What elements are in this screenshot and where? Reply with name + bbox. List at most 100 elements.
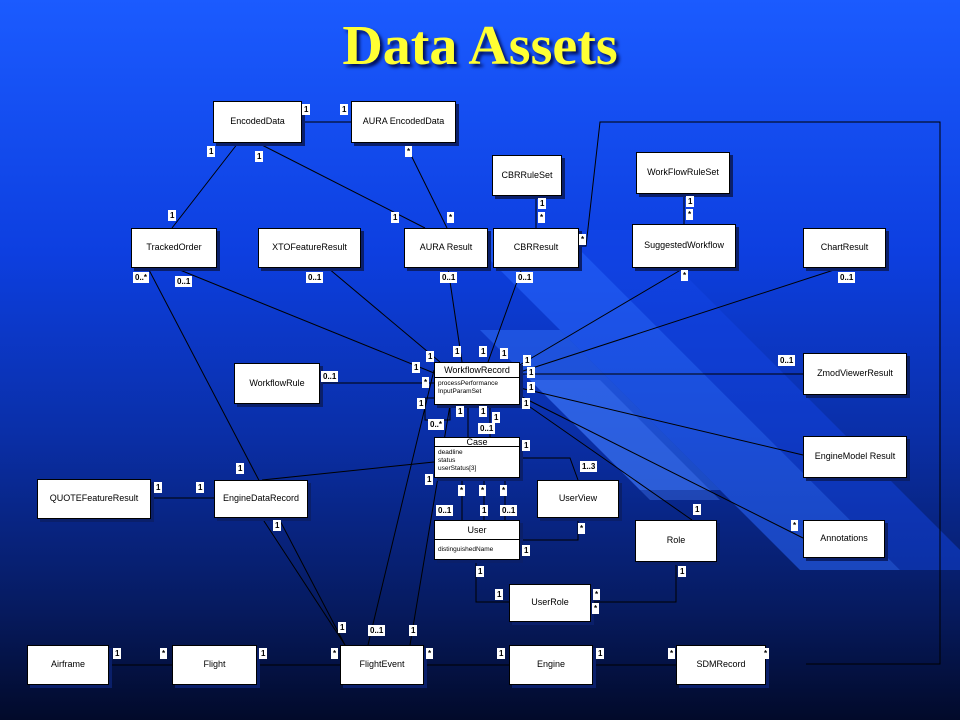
multiplicity: 1 [495,589,504,600]
multiplicity: * [422,377,430,388]
class-flight[interactable]: Flight [172,645,257,685]
user-attr: distinguishedName [438,546,494,553]
multiplicity: * [791,520,799,531]
multiplicity: 1 [168,210,177,221]
multiplicity: 0..1 [478,423,496,434]
class-suggested-workflow[interactable]: SuggestedWorkflow [632,224,736,268]
multiplicity: 0..1 [838,272,856,283]
class-engine-data-record[interactable]: EngineDataRecord [214,480,308,518]
multiplicity: 1 [538,198,547,209]
multiplicity: * [500,485,508,496]
workflow-record-attr: InputParamSet [438,388,482,395]
multiplicity: 0..1 [778,355,796,366]
slide-title: Data Assets [342,15,618,77]
workflow-record-attr: processPerformance [438,380,498,387]
multiplicity: 1 [522,545,531,556]
multiplicity: 0..1 [500,505,518,516]
multiplicity: * [405,146,413,157]
multiplicity: * [668,648,676,659]
class-cbr-result[interactable]: CBRResult [493,228,579,268]
multiplicity: 1 [480,505,489,516]
multiplicity: * [160,648,168,659]
class-tracked-order[interactable]: TrackedOrder [131,228,217,268]
class-quote-feature-result[interactable]: QUOTEFeatureResult [37,479,151,519]
multiplicity: 1 [259,648,268,659]
multiplicity: 1 [497,648,506,659]
multiplicity: 1 [409,625,418,636]
multiplicity: 1 [338,622,347,633]
multiplicity: 1 [412,362,421,373]
multiplicity: 0..1 [306,272,324,283]
multiplicity: * [681,270,689,281]
multiplicity: 1 [492,412,501,423]
multiplicity: * [762,648,770,659]
multiplicity: * [538,212,546,223]
class-cbr-rule-set[interactable]: CBRRuleSet [492,155,562,196]
multiplicity: * [447,212,455,223]
workflow-record-name: WorkflowRecord [435,363,519,378]
multiplicity: * [686,209,694,220]
multiplicity: * [592,603,600,614]
class-aura-result[interactable]: AURA Result [404,228,488,268]
multiplicity: 1 [479,406,488,417]
class-engine[interactable]: Engine [509,645,593,685]
multiplicity: 1 [522,440,531,451]
class-user-view[interactable]: UserView [537,480,619,518]
multiplicity: 0..1 [436,505,454,516]
multiplicity: * [579,234,587,245]
class-flight-event[interactable]: FlightEvent [340,645,424,685]
multiplicity: 1 [154,482,163,493]
user-name: User [435,521,519,540]
multiplicity: 1 [456,406,465,417]
class-workflow-rule-set[interactable]: WorkFlowRuleSet [636,152,730,194]
multiplicity: * [479,485,487,496]
class-workflow-record[interactable]: WorkflowRecord processPerformance InputP… [434,362,520,405]
multiplicity: 1 [527,367,536,378]
multiplicity: 1 [527,382,536,393]
multiplicity: 1 [425,474,434,485]
multiplicity: 1 [196,482,205,493]
class-aura-encoded-data[interactable]: AURA EncodedData [351,101,456,143]
case-attr: status [438,457,456,464]
case-attr: deadline [438,449,463,456]
multiplicity: * [593,589,601,600]
class-engine-model-result[interactable]: EngineModel Result [803,436,907,478]
multiplicity: 1 [500,348,509,359]
multiplicity: * [331,648,339,659]
class-annotations[interactable]: Annotations [803,520,885,558]
multiplicity: 0..* [428,419,445,430]
class-role[interactable]: Role [635,520,717,562]
multiplicity: 1 [596,648,605,659]
multiplicity: 1 [476,566,485,577]
multiplicity: 1 [522,398,531,409]
multiplicity: 1 [417,398,426,409]
multiplicity: 1 [113,648,122,659]
multiplicity: 1 [391,212,400,223]
class-zmod-viewer-result[interactable]: ZmodViewerResult [803,353,907,395]
multiplicity: 1 [693,504,702,515]
multiplicity: 0..1 [440,272,458,283]
multiplicity: 1 [678,566,687,577]
multiplicity: 0..* [133,272,150,283]
multiplicity: 1 [426,351,435,362]
multiplicity: 1..3 [580,461,598,472]
class-user[interactable]: User distinguishedName [434,520,520,560]
class-chart-result[interactable]: ChartResult [803,228,886,268]
class-airframe[interactable]: Airframe [27,645,109,685]
class-case[interactable]: Case deadline status userStatus[3] [434,437,520,478]
multiplicity: * [426,648,434,659]
multiplicity: 1 [207,146,216,157]
class-user-role[interactable]: UserRole [509,584,591,622]
multiplicity: * [458,485,466,496]
class-workflow-rule[interactable]: WorkflowRule [234,363,320,404]
multiplicity: 1 [479,346,488,357]
class-xto-feature-result[interactable]: XTOFeatureResult [258,228,361,268]
class-sdm-record[interactable]: SDMRecord [676,645,766,685]
multiplicity: 1 [523,355,532,366]
class-encoded-data[interactable]: EncodedData [213,101,302,143]
case-name: Case [435,438,519,447]
multiplicity: 1 [255,151,264,162]
multiplicity: 1 [340,104,349,115]
multiplicity: 0..1 [175,276,193,287]
